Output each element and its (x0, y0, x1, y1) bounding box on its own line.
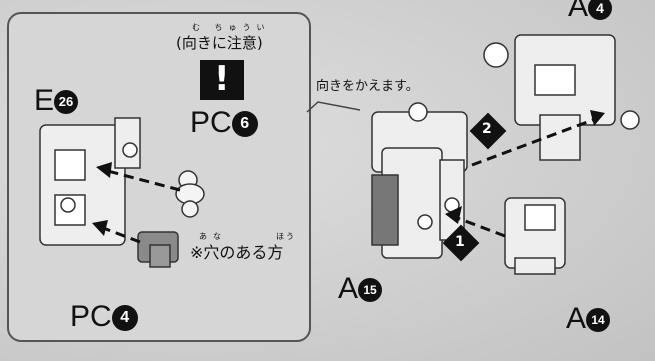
step-2-number: 2 (482, 121, 492, 137)
step-1-marker (442, 224, 480, 262)
part-a4-number-badge: 4 (588, 0, 613, 21)
step-1-number: 1 (455, 234, 465, 250)
main-arrows (451, 116, 599, 238)
part-pc4-number-badge: 4 (111, 305, 138, 332)
part-pc6-drawing (175, 170, 205, 218)
part-pc6-letters: PC (190, 106, 232, 139)
hole-note: ※穴のある方 (190, 243, 284, 262)
part-pc4-drawing (137, 231, 179, 268)
part-e26-drawing (39, 117, 141, 246)
part-a15-letter: A (338, 272, 359, 305)
inset-arrowhead-1 (96, 162, 112, 178)
main-arrowhead-2 (590, 110, 605, 126)
turn-note: 向きをかえます。 (316, 79, 419, 94)
part-e-letter: E (34, 84, 55, 117)
part-a14-letter: A (566, 302, 587, 335)
main-arrowhead-1 (445, 206, 462, 224)
step-2-marker (469, 112, 507, 150)
hole-ruby: あな (199, 232, 227, 241)
warning-icon-symbol: ! (214, 59, 230, 99)
part-a4-drawing (483, 34, 640, 161)
part-e-number-badge: 26 (54, 90, 79, 115)
part-a14-drawing (504, 197, 566, 275)
caution-text: (向きに注意) (176, 34, 263, 52)
part-pc6-number-badge: 6 (231, 111, 258, 138)
part-a4-letter: A (568, 0, 589, 23)
callout-line (306, 101, 361, 113)
part-pc4-letters: PC (70, 300, 112, 333)
part-a15-number-badge: 15 (358, 278, 383, 303)
inset-arrowhead-2 (92, 220, 108, 236)
part-a14-number-badge: 14 (586, 308, 611, 333)
hole-ruby-2: ほう (276, 232, 296, 241)
part-a15-drawing (371, 102, 468, 259)
caution-ruby: む ちゅうい (192, 23, 271, 32)
warning-icon (200, 60, 244, 100)
